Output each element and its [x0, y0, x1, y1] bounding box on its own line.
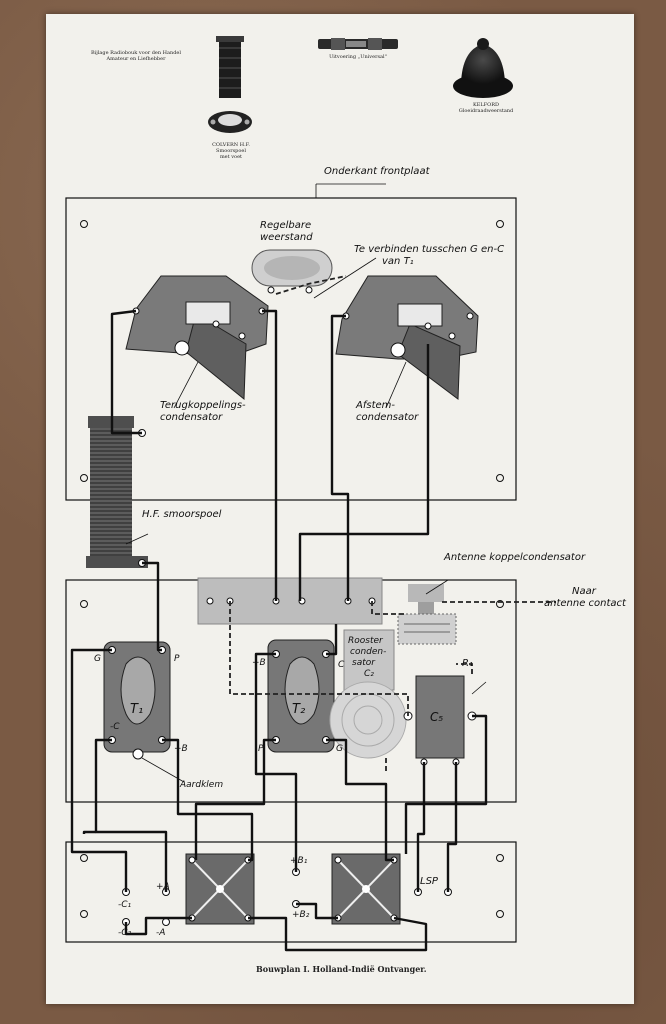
label-rooster-3: sator	[352, 658, 375, 668]
colvern-caption: COLVERN H.F. Smoorspoel met voet	[196, 142, 266, 160]
publisher-note: Bijlage Radiobouk voor den Handel Amateu…	[76, 50, 196, 62]
colvern-desc-1: Smoorspoel	[216, 148, 246, 154]
colvern-choke-image	[208, 36, 252, 133]
leader-lines	[125, 257, 487, 783]
label-van-t1: van T₁	[382, 256, 414, 267]
grid-capacitor	[343, 629, 395, 691]
label-weerstand: weerstand	[260, 232, 313, 243]
kelford-caption: KELFORD Gloeidraadweerstand	[446, 102, 526, 114]
label-naar: Naar	[572, 586, 596, 597]
hf-choke-coil	[86, 416, 148, 568]
wiring	[70, 309, 488, 952]
label-rooster-2: conden-	[350, 647, 387, 657]
label-r1: R₁	[462, 658, 473, 669]
label-aardklem: Aardklem	[180, 780, 224, 790]
label-min-c1: -C₁	[118, 900, 132, 910]
label-regelbare: Regelbare	[260, 220, 312, 231]
label-terug-1: Terugkoppelings-	[160, 400, 246, 411]
label-c5: C₅	[430, 710, 444, 724]
valve-holder-2	[331, 853, 401, 925]
label-t1-p: P	[174, 654, 180, 664]
label-afstem-1: Afstem-	[356, 400, 395, 411]
label-t2-p: P	[258, 744, 264, 754]
colvern-desc-2: met voet	[219, 154, 243, 160]
universal-caption: Uitvoering „Universal"	[329, 54, 387, 60]
label-antenne-contact: antenne contact	[544, 598, 626, 609]
label-terug-2: condensator	[160, 412, 223, 423]
label-rooster-4: C₂	[364, 669, 374, 679]
label-t1-plusb: +B	[174, 744, 188, 754]
label-t2-plusb: +B	[252, 658, 266, 668]
label-front-plate: Onderkant frontplaat	[324, 166, 430, 177]
valve-socket	[329, 681, 407, 759]
label-rooster-1: Rooster	[348, 636, 383, 646]
dashed-wiring	[229, 275, 556, 774]
universal-resistor-image	[318, 38, 398, 50]
plan-title: Bouwplan I. Holland-Indië Ontvanger.	[256, 964, 427, 974]
valve-holder-1	[185, 853, 255, 925]
label-te-verbinden: Te verbinden tusschen G en-C	[354, 244, 505, 255]
schematic-sheet: Bijlage Radiobouk voor den Handel Amateu…	[46, 14, 634, 1004]
tuning-capacitor	[335, 275, 479, 400]
label-t2-g: G	[336, 744, 343, 754]
label-t2: T₂	[292, 702, 306, 717]
label-plus-a: +A	[156, 882, 170, 892]
transformer-t2	[267, 639, 335, 753]
label-t2-c: C	[338, 660, 345, 670]
kelford-desc: Gloeidraadweerstand	[458, 108, 514, 114]
label-t1-minc: -C	[110, 722, 120, 732]
feedback-capacitor	[125, 275, 269, 401]
label-lsp: LSP	[420, 876, 438, 887]
transformer-t1	[103, 641, 171, 760]
kelford-resistor-image	[453, 38, 513, 98]
label-min-c2: -C₂	[118, 928, 132, 938]
front-plate-panel	[65, 197, 517, 501]
label-afstem-2: condensator	[356, 412, 419, 423]
wiring-diagram	[65, 36, 556, 952]
label-hf-smoorspoel: H.F. smoorspoel	[142, 509, 222, 520]
label-plus-b1: +B₁	[290, 856, 308, 866]
publisher-line-2: Amateur en Liefhebber	[106, 56, 166, 62]
kelford-name: KELFORD	[472, 102, 500, 108]
label-t1-g: G	[94, 654, 101, 664]
label-plus-b2: +B₂	[292, 910, 310, 920]
lower-terminal-board	[65, 841, 517, 943]
publisher-line-1: Bijlage Radiobouk voor den Handel	[91, 50, 181, 56]
variable-resistor	[251, 249, 333, 294]
label-t1: T₁	[130, 702, 144, 717]
label-antenne-koppel: Antenne koppelcondensator	[444, 552, 586, 563]
terminal-strip	[197, 577, 383, 625]
capacitor-c5	[403, 675, 477, 766]
colvern-name: COLVERN H.F.	[212, 142, 250, 148]
label-min-a: -A	[156, 928, 166, 938]
